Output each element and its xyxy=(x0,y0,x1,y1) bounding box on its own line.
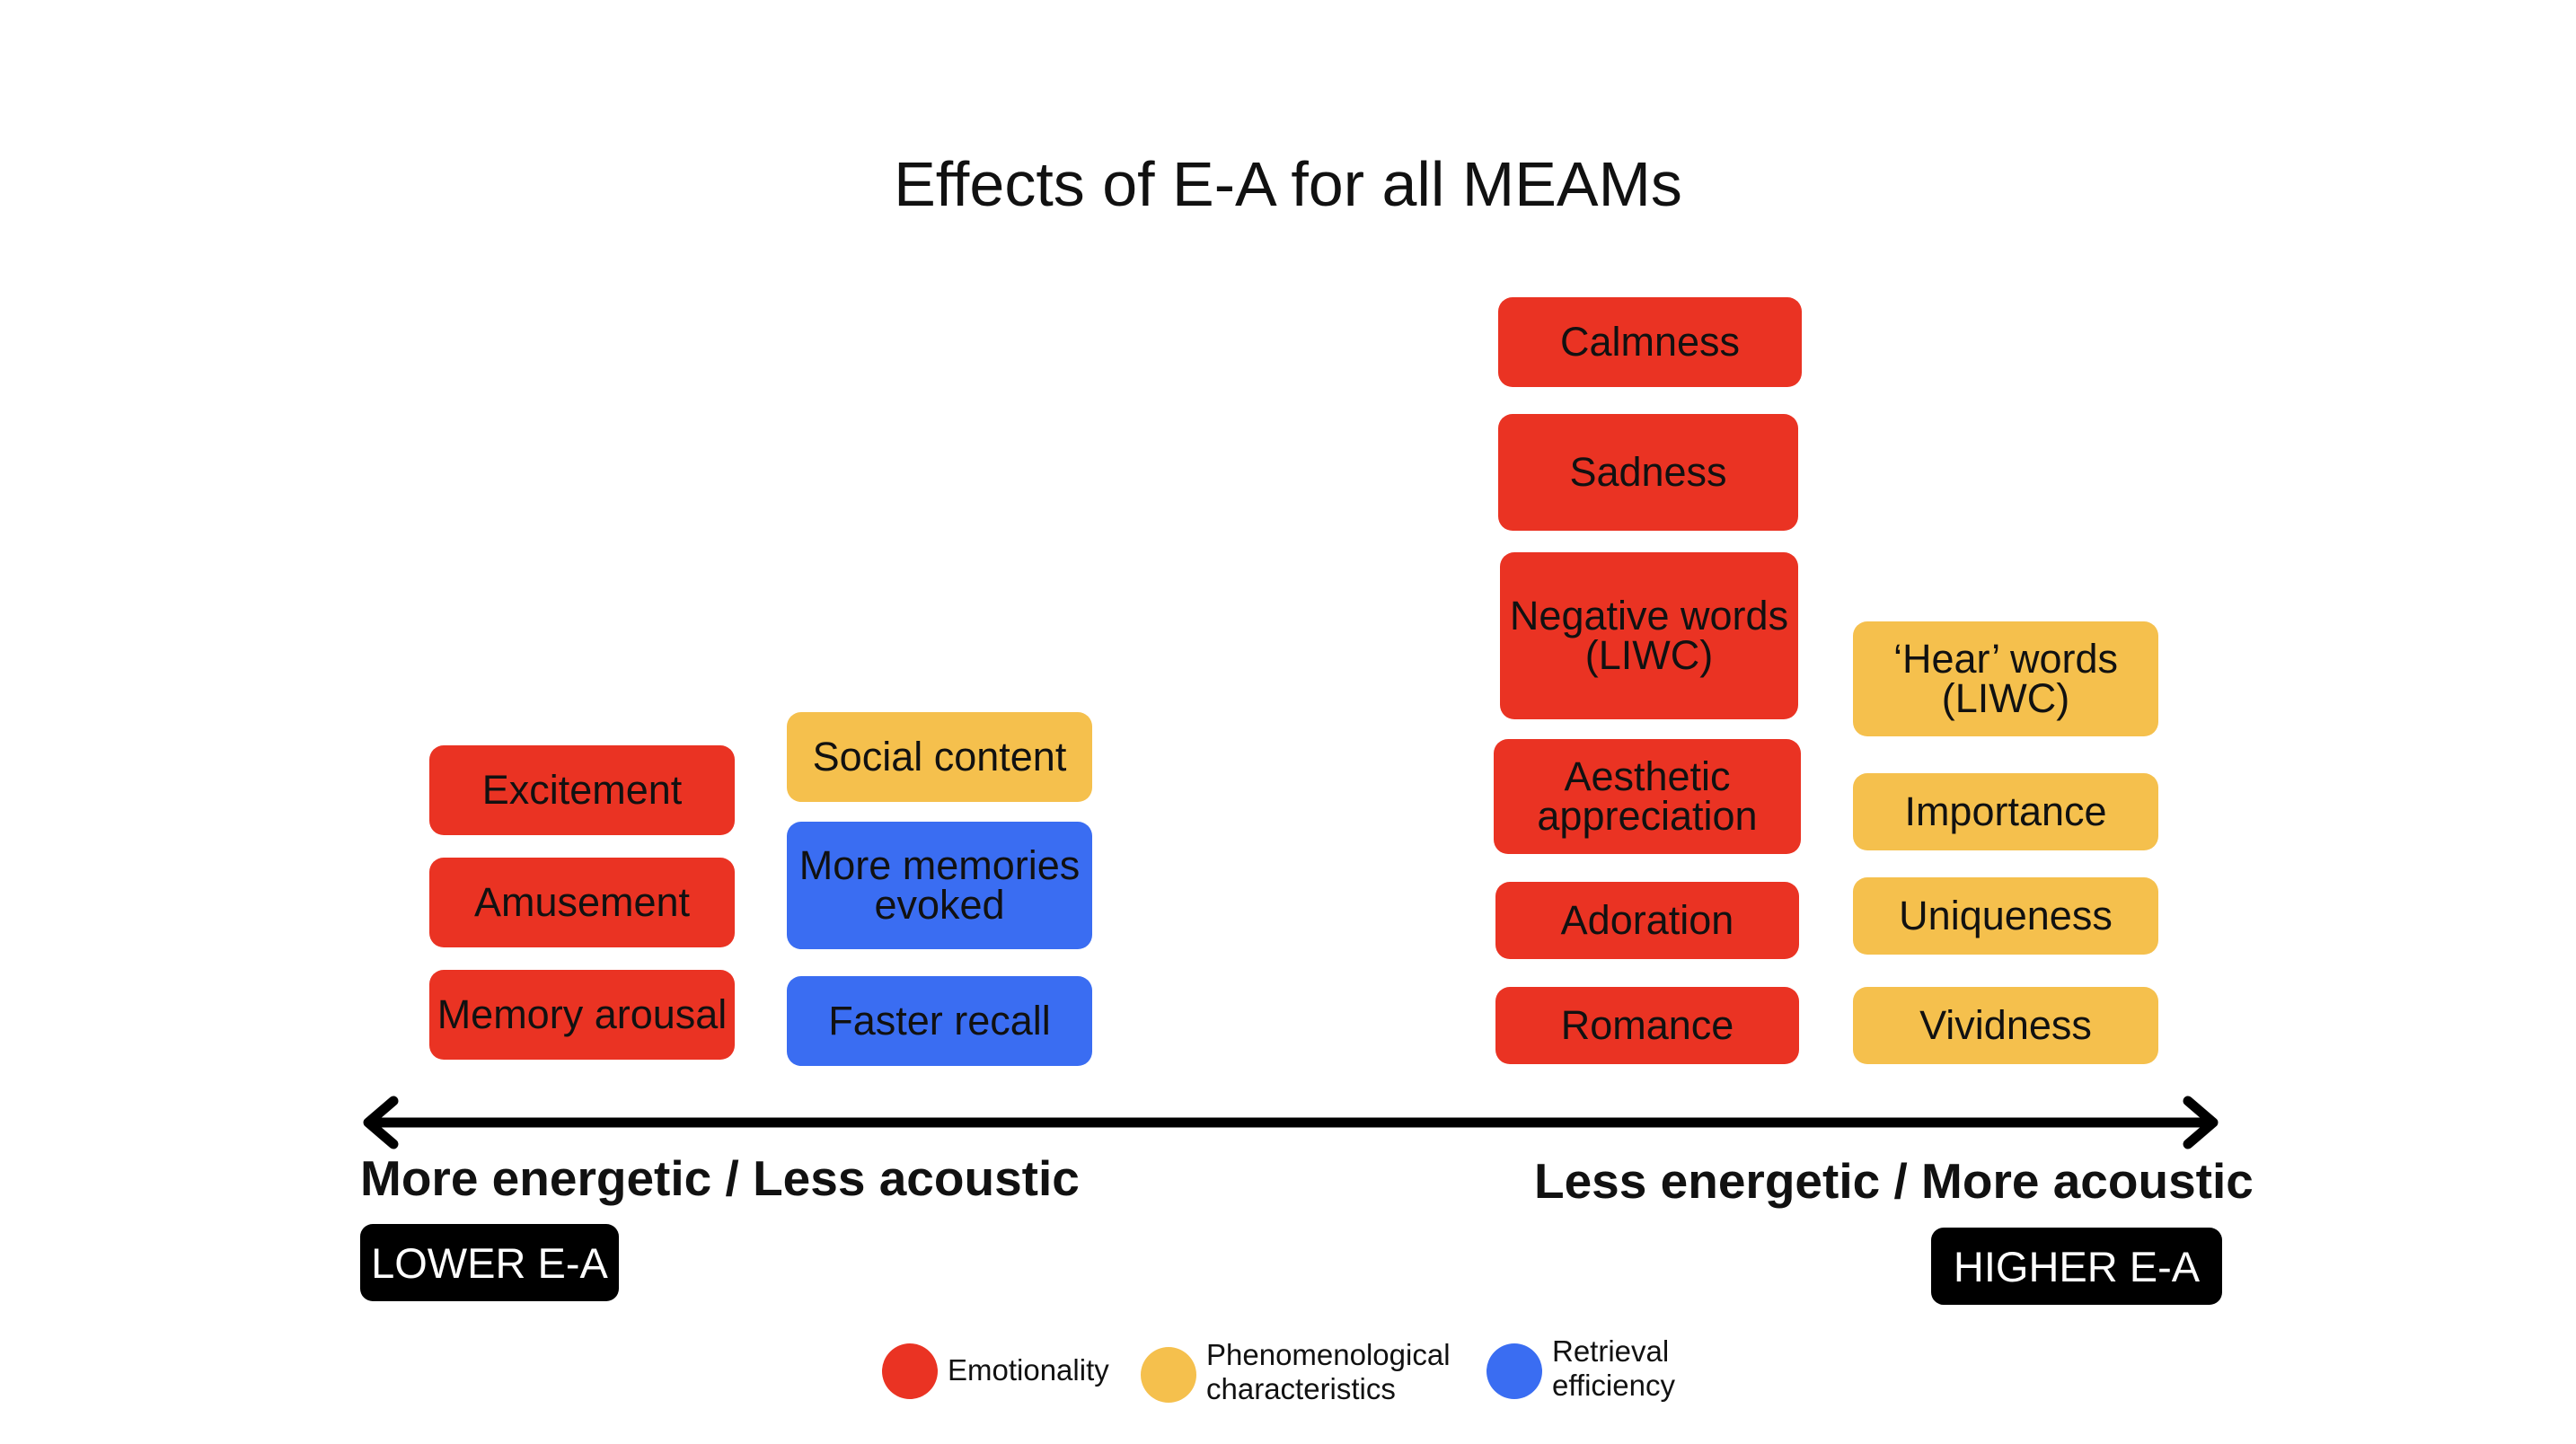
box-romance: Romance xyxy=(1495,987,1799,1064)
energy-acousticness-axis xyxy=(363,1096,2219,1149)
box-excitement: Excitement xyxy=(429,745,735,835)
box-adoration: Adoration xyxy=(1495,882,1799,959)
box-aesthetic-appreciation: Aesthetic appreciation xyxy=(1494,739,1801,854)
box-hear-words: ‘Hear’ words (LIWC) xyxy=(1853,621,2158,736)
box-social-content: Social content xyxy=(787,712,1092,802)
box-calmness: Calmness xyxy=(1498,297,1802,387)
box-more-memories-evoked: More memories evoked xyxy=(787,822,1092,949)
box-vividness: Vividness xyxy=(1853,987,2158,1064)
legend-retrieval-label: Retrieval efficiency xyxy=(1552,1334,1675,1402)
box-uniqueness: Uniqueness xyxy=(1853,877,2158,955)
higher-ea-pill: HIGHER E-A xyxy=(1931,1228,2222,1305)
legend-phenomenological-swatch xyxy=(1141,1347,1196,1403)
box-negative-words: Negative words (LIWC) xyxy=(1500,552,1798,719)
axis-left-label: More energetic / Less acoustic xyxy=(360,1150,1080,1206)
box-amusement: Amusement xyxy=(429,858,735,947)
legend-emotionality-label: Emotionality xyxy=(948,1353,1109,1387)
legend-emotionality-swatch xyxy=(882,1343,938,1399)
axis-left-arrowhead xyxy=(363,1096,399,1149)
legend-retrieval-swatch xyxy=(1486,1343,1542,1399)
box-sadness: Sadness xyxy=(1498,414,1798,531)
legend-phenomenological-label: Phenomenological characteristics xyxy=(1206,1338,1451,1405)
diagram-title: Effects of E-A for all MEAMs xyxy=(894,149,1682,219)
box-memory-arousal: Memory arousal xyxy=(429,970,735,1060)
box-faster-recall: Faster recall xyxy=(787,976,1092,1066)
lower-ea-pill: LOWER E-A xyxy=(360,1224,619,1301)
axis-right-arrowhead xyxy=(2183,1096,2219,1149)
axis-right-label: Less energetic / More acoustic xyxy=(1534,1153,2254,1209)
box-importance: Importance xyxy=(1853,773,2158,850)
